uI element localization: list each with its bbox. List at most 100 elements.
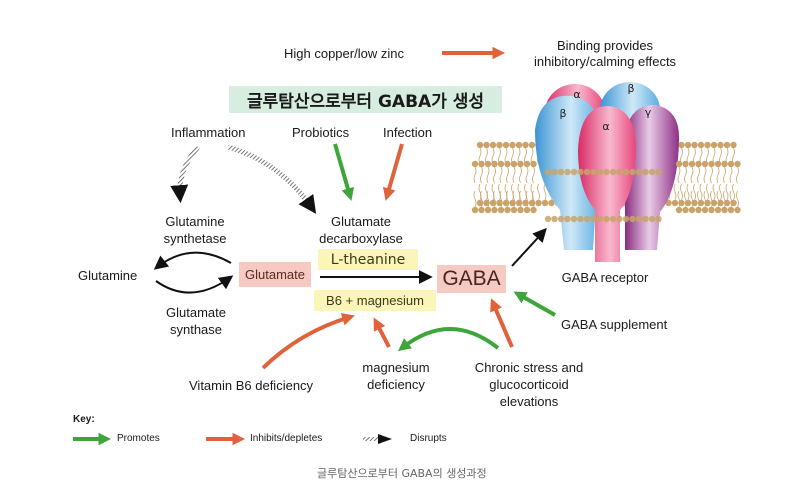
lipid-head [530, 160, 537, 168]
lipid-head [577, 168, 584, 176]
lipid-tail [690, 166, 694, 208]
lipid-head [675, 206, 683, 214]
lipid-head [570, 168, 578, 176]
lipid-head [616, 215, 623, 223]
lipid-head [717, 141, 724, 149]
lipid-head [489, 199, 497, 207]
lipid-membrane-front [471, 160, 741, 223]
lipid-head [502, 141, 510, 149]
subunit-label: α [573, 88, 580, 101]
lipid-head [701, 160, 709, 168]
lipid-head [577, 215, 584, 223]
label-chronic-stress-1: Chronic stress and [474, 360, 584, 375]
lipid-head [476, 141, 484, 149]
lipid-tail [680, 147, 683, 201]
lipid-tail [706, 147, 709, 201]
label-glutamate-decarboxylase-2: decarboxylase [319, 231, 403, 246]
lipid-head [635, 215, 643, 223]
lipid-head [497, 160, 505, 168]
node-l-theanine: L-theanine [318, 249, 418, 270]
lipid-tail [525, 166, 529, 208]
lipid-head [528, 141, 536, 149]
lipid-tail [732, 147, 735, 201]
binding-arrow [511, 227, 547, 267]
lipid-head [530, 206, 537, 214]
lipid-head [727, 206, 735, 214]
lipid-tail [703, 166, 707, 208]
lipid-head [517, 206, 524, 214]
label-chronic-stress-3: elevations [499, 394, 559, 409]
lipid-head [483, 199, 490, 207]
lipid-head [701, 206, 709, 214]
lipid-head [629, 168, 636, 176]
lipid-head [671, 199, 679, 207]
lipid-tail [716, 166, 720, 208]
lipid-head [609, 168, 617, 176]
lipid-head [734, 206, 741, 214]
lipid-head [557, 168, 565, 176]
promotes-arrow-gaba-supplement [513, 291, 556, 317]
lipid-tail [723, 166, 726, 208]
lipid-head [590, 168, 597, 176]
receptor-subunit-alpha-front [578, 106, 636, 262]
lipid-head [522, 199, 529, 207]
key-label-promotes: Promotes [117, 433, 160, 444]
lipid-head [714, 160, 722, 168]
lipid-tail [499, 166, 503, 208]
synthase-arrow [155, 275, 234, 294]
lipid-head [678, 199, 685, 207]
lipid-head [496, 199, 503, 207]
label-glutamate-synthase-1: Glutamate [166, 305, 226, 320]
lipid-head [704, 141, 711, 149]
disrupts-arrow-to-decarboxylase [227, 144, 317, 214]
lipid-head [682, 206, 689, 214]
subunit-label: γ [645, 106, 652, 119]
lipid-head [484, 206, 492, 214]
lipid-head [710, 141, 718, 149]
lipid-head [695, 160, 702, 168]
lipid-tail [512, 166, 516, 208]
synthetase-arrow [153, 251, 232, 270]
lipid-head [491, 160, 498, 168]
lipid-head [721, 160, 728, 168]
lipid-tail [693, 147, 696, 201]
label-binding-2: inhibitory/calming effects [533, 54, 677, 69]
lipid-tail [699, 147, 703, 201]
lipid-head [730, 141, 737, 149]
lipid-head [541, 199, 549, 207]
lipid-head [497, 206, 505, 214]
lipid-head [723, 141, 731, 149]
disrupts-arrow-to-synthetase [170, 145, 200, 204]
lipid-head [648, 215, 656, 223]
lipid-tail [506, 166, 509, 208]
label-glutamate-synthase-2: synthase [169, 322, 223, 337]
lipid-head [590, 215, 597, 223]
lipid-head [478, 206, 485, 214]
lipid-head [684, 141, 692, 149]
lipid-head [635, 168, 643, 176]
label-magnesium-deficiency-1: magnesium [362, 360, 430, 375]
label-gaba-receptor: GABA receptor [561, 270, 649, 285]
key-label-disrupts: Disrupts [410, 433, 447, 444]
lipid-head [642, 215, 649, 223]
lipid-tail [473, 166, 477, 208]
lipid-head [478, 160, 485, 168]
lipid-head [502, 199, 510, 207]
lipid-head [695, 206, 702, 214]
lipid-tail [736, 166, 739, 208]
key-title: Key: [73, 414, 95, 425]
label-inflammation: Inflammation [171, 125, 246, 140]
lipid-head [491, 206, 498, 214]
receptor-subunit-gamma [625, 104, 680, 250]
lipid-head [721, 206, 728, 214]
lipid-head [596, 215, 604, 223]
inhibits-arrow-magnesium [373, 317, 391, 348]
lipid-head [655, 168, 662, 176]
label-glutamine-synthetase-1: Glutamine [165, 214, 225, 229]
node-gaba: GABA [437, 265, 506, 293]
lipid-head [691, 141, 698, 149]
subunit-label: β [627, 82, 634, 95]
label-glutamine: Glutamine [78, 268, 138, 283]
lipid-head [551, 168, 558, 176]
title-banner: 글루탐산으로부터 GABA가 생성 [229, 86, 502, 113]
